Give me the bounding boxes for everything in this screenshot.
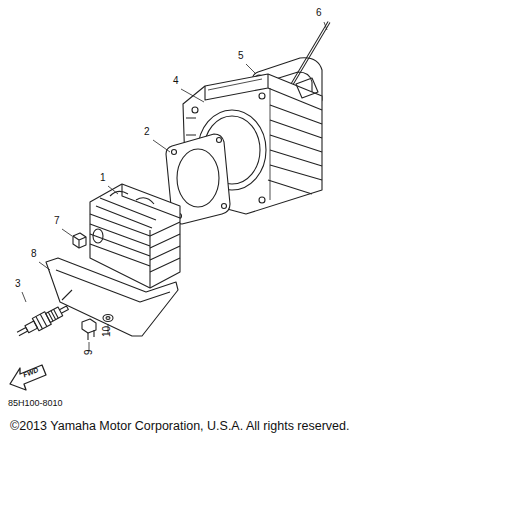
callout-number: 1 xyxy=(100,173,106,183)
bolt xyxy=(82,319,96,340)
callout-number: 10 xyxy=(102,326,112,337)
callout-number: 4 xyxy=(173,76,179,86)
leader-lines xyxy=(22,22,327,352)
spark-plug xyxy=(15,301,71,340)
callout-number: 3 xyxy=(15,279,21,289)
callout-number: 7 xyxy=(54,216,60,226)
callout-number: 5 xyxy=(238,51,244,61)
cylinder-head xyxy=(90,184,180,288)
callout-number: 2 xyxy=(144,127,150,137)
washer xyxy=(103,315,113,322)
diagram-code: 85H100-8010 xyxy=(8,399,63,408)
copyright-note: ©2013 Yamaha Motor Corporation, U.S.A. A… xyxy=(10,420,349,433)
cover-plate xyxy=(46,258,178,336)
callout-number: 6 xyxy=(316,8,322,18)
callout-number: 9 xyxy=(84,349,94,355)
callout-number: 8 xyxy=(31,249,37,259)
direction-label: FWD xyxy=(22,366,39,378)
forward-arrow xyxy=(10,365,46,390)
nut xyxy=(73,233,86,248)
